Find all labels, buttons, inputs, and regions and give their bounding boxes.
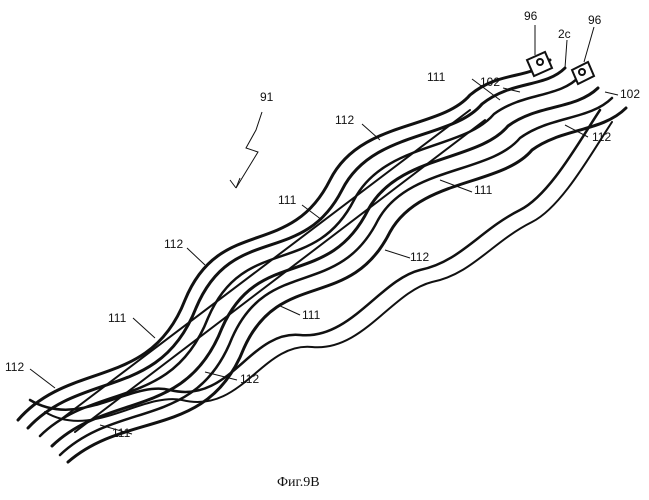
label-2c: 2c (558, 27, 571, 41)
label-102-b: 102 (620, 87, 640, 101)
label-111-e: 111 (302, 308, 320, 322)
label-112-e: 112 (5, 360, 24, 374)
label-112-f: 112 (240, 372, 259, 386)
label-96-a: 96 (524, 9, 537, 23)
label-91: 91 (260, 90, 273, 104)
leader-lines (30, 25, 618, 434)
label-96-b: 96 (588, 13, 601, 27)
label-112-b: 112 (592, 130, 611, 144)
strip-outline-3 (40, 76, 580, 436)
label-111-f: 111 (112, 426, 130, 440)
label-112-a: 112 (335, 113, 354, 127)
label-112-c: 112 (164, 237, 183, 251)
label-111-b: 111 (278, 193, 296, 207)
strip-bundle (18, 60, 626, 462)
strip-outline-6 (68, 108, 626, 462)
label-111-d: 111 (108, 311, 126, 325)
label-102-a: 102 (480, 75, 500, 89)
label-111-c: 111 (474, 183, 492, 197)
end-fittings (527, 52, 594, 84)
label-112-d: 112 (410, 250, 429, 264)
figure-caption: Фиг.9В (277, 475, 320, 491)
label-111-a: 111 (427, 70, 445, 84)
